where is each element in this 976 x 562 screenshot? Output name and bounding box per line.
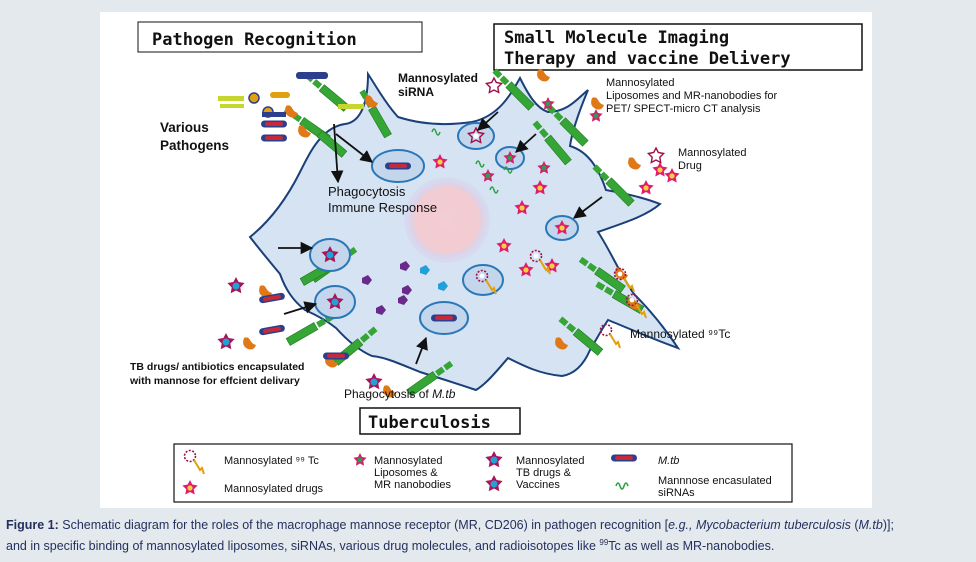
label-drug-1: Mannosylated	[678, 147, 747, 159]
caption-line2: and in specific binding of mannosylated …	[6, 539, 600, 554]
label-liposomes-2: Liposomes and MR-nanobodies for	[606, 90, 778, 102]
various-pathogens	[218, 72, 364, 142]
legend: Mannosylated ⁹⁹ Tc Mannosylated drugs Ma…	[173, 443, 793, 503]
legend-lipo-1: Mannosylated	[374, 455, 443, 467]
label-drug-2: Drug	[678, 160, 702, 172]
label-phago-mtb: Phagocytosis of M.tb	[344, 387, 456, 401]
small-molecule-title-box: Small Molecule Imaging Therapy and vacci…	[493, 23, 863, 71]
label-liposomes-3: PET/ SPECT-micro CT analysis	[606, 103, 761, 115]
legend-tbd-1: Mannosylated	[516, 455, 585, 467]
caption-mtb: M.tb	[858, 518, 883, 532]
small-molecule-title-line2: Therapy and vaccine Delivery	[504, 49, 791, 69]
caption-label: Figure 1:	[6, 518, 59, 532]
legend-sirna-2: siRNAs	[658, 487, 695, 499]
figure-caption: Figure 1: Schematic diagram for the role…	[6, 518, 894, 554]
tuberculosis-title: Tuberculosis	[368, 413, 491, 433]
label-sirna-2: siRNA	[398, 85, 434, 99]
legend-lipo-3: MR nanobodies	[374, 479, 452, 491]
label-tb-drugs-1: TB drugs/ antibiotics encapsulated	[130, 361, 304, 373]
small-molecule-title-line1: Small Molecule Imaging	[504, 28, 729, 48]
legend-tc: Mannosylated ⁹⁹ Tc	[224, 455, 319, 467]
label-tc: Mannosylated ⁹⁹Tc	[630, 327, 730, 341]
label-phagocytosis-1: Phagocytosis	[328, 184, 406, 199]
internal-vesicles	[309, 122, 579, 335]
legend-lipo-2: Liposomes &	[374, 467, 438, 479]
pathogen-recognition-title-box: Pathogen Recognition	[137, 21, 423, 53]
caption-eg: e.g., Mycobacterium tuberculosis	[668, 518, 851, 532]
legend-mtb: M.tb	[658, 455, 679, 467]
caption-text-1: Schematic diagram for the roles of the m…	[58, 518, 669, 532]
arrows	[278, 111, 603, 365]
label-pathogens-1: Various	[160, 120, 209, 135]
macrophage-diagram: Pathogen Recognition Small Molecule Imag…	[129, 21, 863, 503]
legend-sirna-1: Mannnose encasulated	[658, 475, 772, 487]
figure-panel: Pathogen Recognition Small Molecule Imag…	[100, 12, 872, 508]
label-tb-drugs-2: with mannose for effcient delivary	[129, 375, 300, 387]
tuberculosis-title-box: Tuberculosis	[359, 407, 521, 435]
legend-tbd-3: Vaccines	[516, 479, 560, 491]
label-liposomes-1: Mannosylated	[606, 77, 675, 89]
legend-tbd-2: TB drugs &	[516, 467, 572, 479]
legend-drugs: Mannosylated drugs	[224, 483, 324, 495]
label-sirna-1: Mannosylated	[398, 71, 478, 85]
label-phagocytosis-2: Immune Response	[328, 200, 437, 215]
label-pathogens-2: Pathogens	[160, 138, 229, 153]
scattered-particles	[217, 77, 680, 390]
pathogen-recognition-title: Pathogen Recognition	[152, 30, 357, 50]
diagram-labels: Mannosylated siRNA Various Pathogens Pha…	[129, 71, 778, 401]
